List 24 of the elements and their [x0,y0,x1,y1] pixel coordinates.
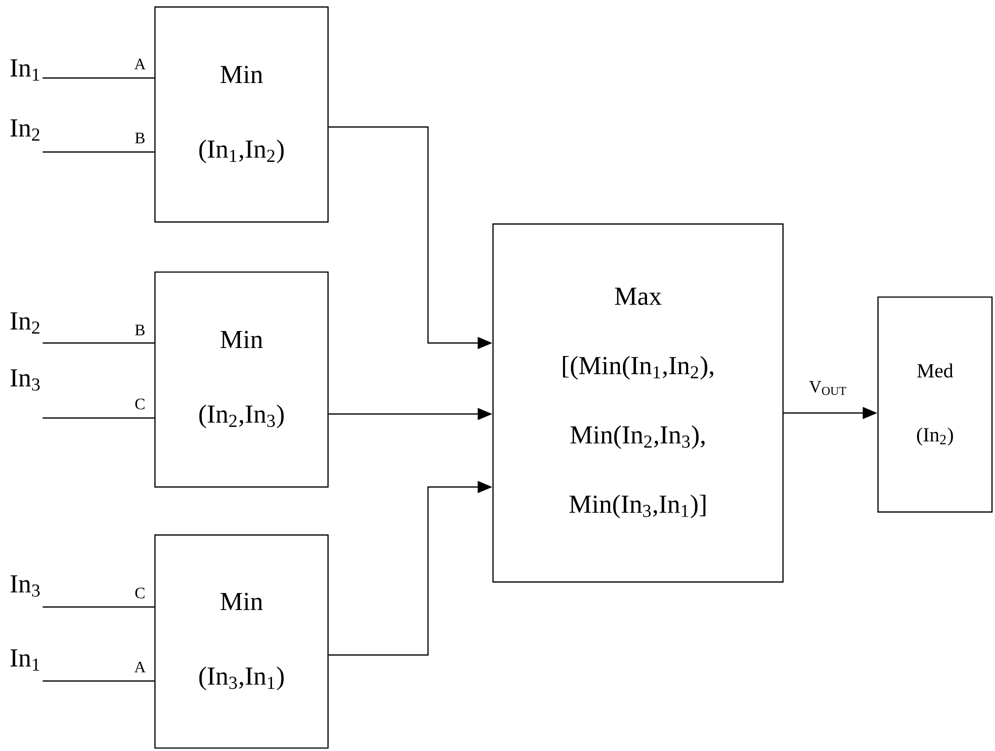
min-box: Min (In$_{1}$,In$_{2}$) [154,6,329,223]
edge-label: B [133,131,147,145]
wire [42,606,154,608]
min-box: Min (In$_{2}$,In$_{3}$) [154,271,329,488]
wire [42,680,154,682]
input-label: In$_{1}$ [10,59,40,81]
input-label: In$_{2}$ [10,119,40,141]
wire [42,151,154,153]
edge-label: A [132,57,148,71]
edge-label: C [133,397,147,411]
edge-label: A [132,660,148,674]
wire [42,77,154,79]
median-box: Med (In$_{2}$) [877,296,993,513]
input-label: In$_{2}$ [10,312,40,334]
input-label: In$_{1}$ [10,649,40,671]
input-label: In$_{3}$ [10,369,40,391]
edge-label: V$_{OUT}$ [808,380,848,396]
edge-label: B [133,323,147,337]
wire [42,342,154,344]
min-box: Min (In$_{3}$,In$_{1}$) [154,534,329,749]
max-box: Max [(Min(In$_{1}$,In$_{2}$), Min(In$_{2}$,In$_{3}$), Min(In$_{3}$,In$_{1}$)] [492,223,784,583]
input-label: In$_{3}$ [10,575,40,597]
wire [42,417,154,419]
edge-label: C [133,586,147,600]
